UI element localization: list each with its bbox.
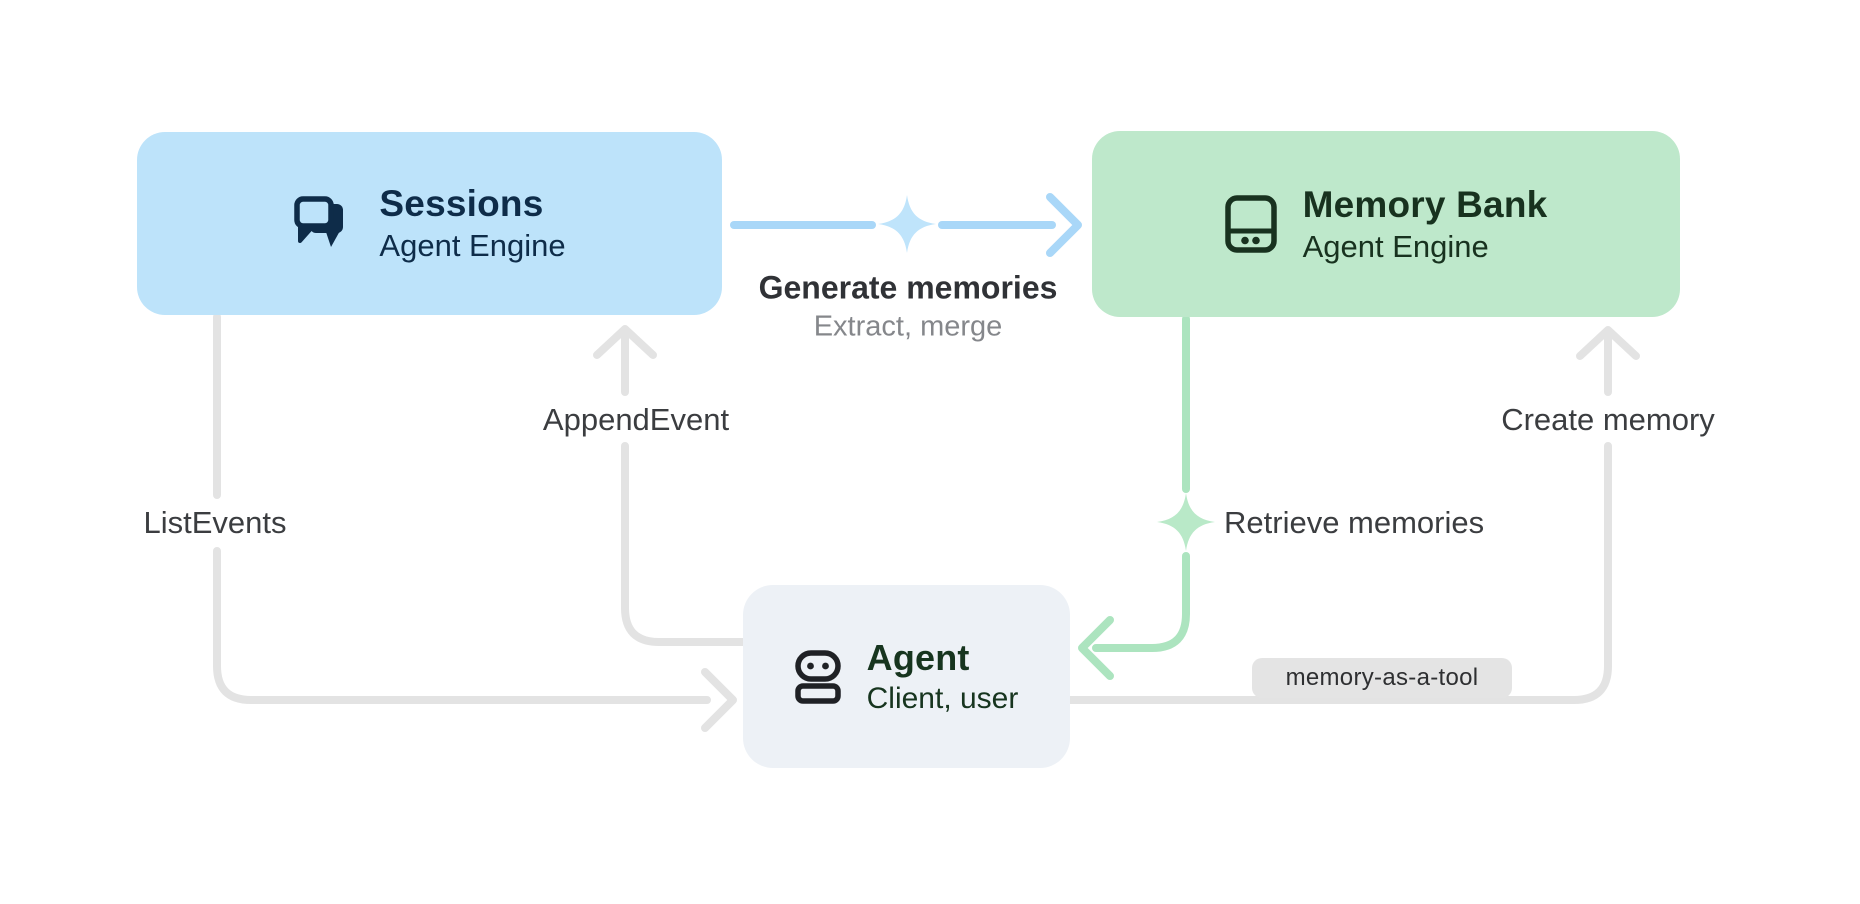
robot-icon [794, 649, 841, 704]
sessions-subtitle: Agent Engine [379, 228, 566, 264]
append-event-label: AppendEvent [542, 402, 730, 437]
memory-bank-subtitle: Agent Engine [1302, 228, 1489, 264]
append-event-arrow [593, 325, 747, 646]
extract-merge-sublabel: Extract, merge [813, 310, 1003, 343]
list-events-label: ListEvents [143, 505, 287, 540]
memory-bank-title: Memory Bank [1302, 183, 1548, 225]
memory-bank-node: Memory Bank Agent Engine [1092, 131, 1680, 317]
list-events-arrow [213, 313, 737, 732]
generate-memories-label: Generate memories [758, 269, 1058, 306]
sessions-node: Sessions Agent Engine [137, 132, 722, 315]
agent-title: Agent [866, 637, 970, 679]
create-memory-arrow [1066, 326, 1640, 704]
sparkle-icon [1157, 493, 1215, 551]
retrieve-memories-label: Retrieve memories [1224, 505, 1485, 540]
chat-bubbles-icon [294, 195, 344, 247]
sessions-title: Sessions [379, 183, 544, 224]
memory-storage-icon [1224, 195, 1277, 253]
retrieve-memories-arrow [1078, 315, 1190, 680]
agent-node: Agent Client, user [743, 585, 1070, 768]
sparkle-icon [878, 195, 936, 253]
generate-memories-arrow [730, 193, 1082, 257]
memory-as-a-tool-badge: memory-as-a-tool [1252, 658, 1512, 698]
agent-subtitle: Client, user [866, 682, 1019, 716]
create-memory-label: Create memory [1501, 402, 1715, 437]
